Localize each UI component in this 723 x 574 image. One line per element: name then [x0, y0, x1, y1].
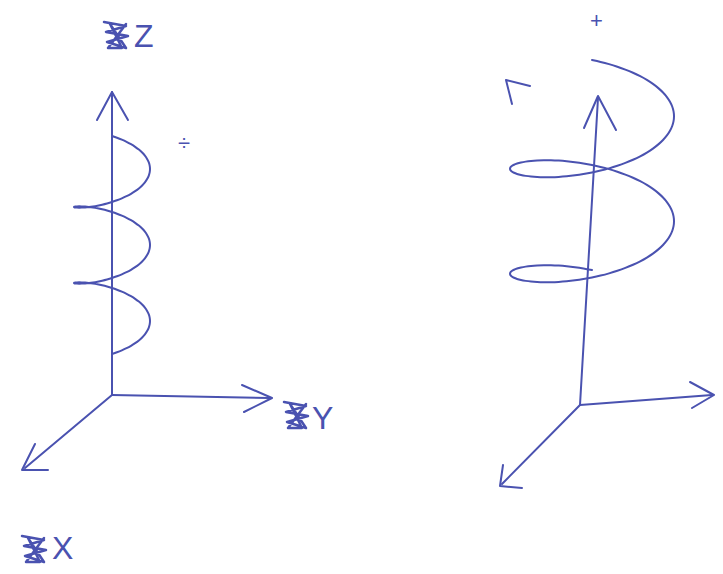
axis-label: Z [134, 20, 154, 52]
z-arrowhead [584, 96, 616, 130]
crossed-out-mark [284, 402, 308, 428]
crossed-out-mark [104, 22, 128, 48]
left-helix [74, 136, 150, 354]
x-axis [25, 395, 112, 468]
z-axis [580, 98, 598, 405]
y-axis [580, 395, 712, 405]
y-arrowhead [690, 382, 714, 408]
y-axis [112, 395, 270, 398]
axis-label: X [52, 532, 73, 564]
crossed-out-mark [22, 536, 46, 562]
x-arrowhead [22, 444, 48, 470]
x-arrowhead [500, 465, 522, 488]
y-arrowhead [242, 385, 272, 412]
z-axis [111, 92, 113, 395]
right-helix [510, 60, 674, 282]
x-axis [502, 405, 580, 484]
sign-mark: ÷ [178, 132, 190, 154]
sign-mark: + [590, 10, 603, 32]
axis-label: Y [312, 402, 333, 434]
z-arrowhead [97, 92, 128, 120]
helix-arrowhead [506, 80, 530, 104]
